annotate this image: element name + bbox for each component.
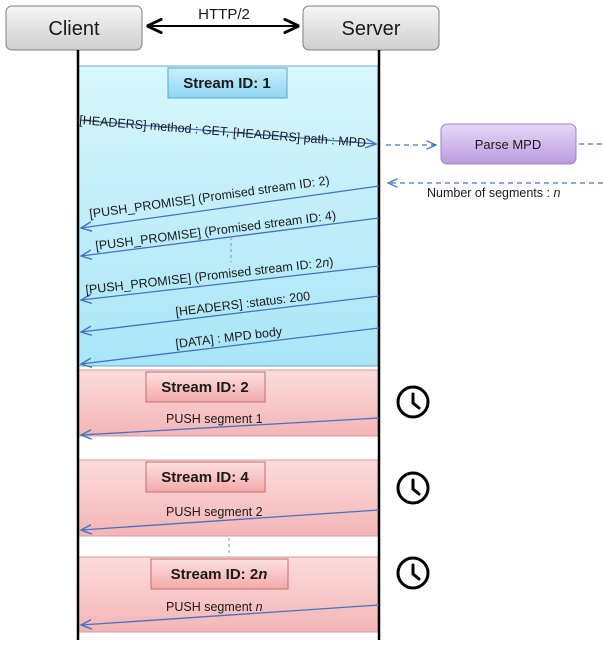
stream-2-title: Stream ID: 2 <box>161 379 249 396</box>
parse-mpd-box <box>440 123 577 165</box>
push-promise-4-arrow <box>81 217 380 256</box>
client-label: Client <box>48 18 100 40</box>
stream-title-prefix: Stream ID: <box>183 75 262 92</box>
message-text-part: n <box>256 600 263 614</box>
stream-title-prefix: Stream ID: <box>161 469 240 486</box>
timer-clock-icon <box>396 556 430 590</box>
push-segment-2-arrow <box>81 509 380 530</box>
stream-2-title-box <box>145 371 266 403</box>
client-header-box <box>5 5 143 51</box>
stream-title-value: 4 <box>240 469 249 486</box>
stream-title-value: 2 <box>240 379 248 396</box>
server-label: Server <box>342 18 401 40</box>
push-segment-n-arrow <box>81 604 380 625</box>
push-segment-1-label: PUSH segment 1 <box>166 412 263 426</box>
request-mpd-arrow <box>77 119 376 144</box>
segments-note-variable: n <box>553 186 560 200</box>
message-text-part: PUSH segment 1 <box>166 412 263 426</box>
message-text-part: PUSH segment <box>166 600 256 614</box>
push-promise-2n-arrow <box>81 265 380 300</box>
message-text-part: ) <box>328 255 334 269</box>
message-text-part: n <box>321 255 330 270</box>
stream-1-title-box <box>167 67 288 99</box>
stream-title-prefix: Stream ID: 2 <box>171 566 259 583</box>
push-promise-2-arrow <box>81 185 380 228</box>
parse-mpd-label: Parse MPD <box>475 137 541 152</box>
timer-clock-icon <box>396 471 430 505</box>
stream-2n-title-box <box>150 558 289 590</box>
stream-1-region <box>77 65 379 367</box>
protocol-label: HTTP/2 <box>198 6 250 23</box>
message-text-part: PUSH segment 2 <box>166 505 263 519</box>
status-200-arrow <box>81 295 380 332</box>
push-segment-2-label: PUSH segment 2 <box>166 505 263 519</box>
segments-count-note: Number of segments : n <box>427 186 560 200</box>
segments-note-prefix: Number of segments : <box>427 186 553 200</box>
stream-4-title-box <box>145 461 266 493</box>
mpd-body-arrow <box>81 327 380 364</box>
stream-title-value: 1 <box>262 75 270 92</box>
push-segment-1-arrow <box>81 417 380 435</box>
timer-clock-icon <box>396 385 430 419</box>
stream-title-value: n <box>258 566 267 583</box>
stream-title-prefix: Stream ID: <box>161 379 240 396</box>
push-segment-n-label: PUSH segment n <box>166 600 263 614</box>
stream-4-title: Stream ID: 4 <box>161 469 249 486</box>
stream-2n-title: Stream ID: 2n <box>171 566 268 583</box>
stream-1-title: Stream ID: 1 <box>183 75 271 92</box>
server-header-box <box>302 5 440 51</box>
